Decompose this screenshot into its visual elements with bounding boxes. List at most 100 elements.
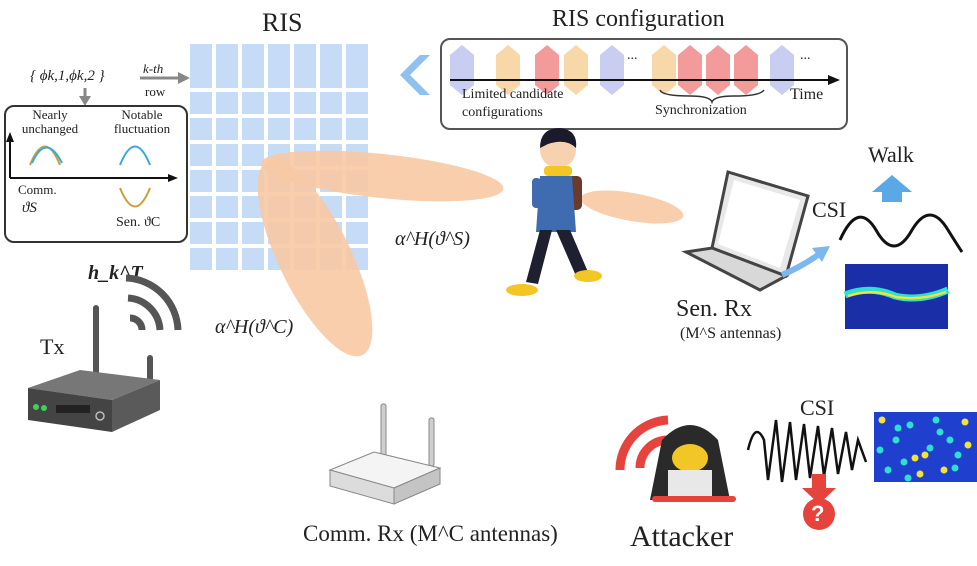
config-diamond-9: [734, 45, 758, 95]
tx-body-side: [112, 380, 160, 432]
ris-element: [216, 196, 238, 218]
beam-to-laptop: [580, 190, 684, 224]
heatmap-blob: [900, 458, 908, 466]
plot-y-arrowhead: [6, 132, 14, 142]
csi-bottom-label: CSI: [800, 395, 835, 420]
plot-left-label: Nearly unchanged: [21, 107, 79, 136]
config-sync-label: Synchronization: [655, 103, 747, 118]
arrow-up-icon: [872, 175, 912, 202]
ris-element: [216, 248, 238, 270]
wifi-arc-mid: [127, 294, 164, 331]
heatmap-blob: [892, 436, 900, 444]
ris-element: [190, 196, 212, 218]
person-shoe-left: [506, 284, 538, 296]
config-ellipsis-2: ...: [800, 48, 811, 63]
config-diamond-6: [652, 45, 676, 95]
ris-element: [190, 248, 212, 270]
ris-element: [216, 92, 238, 114]
plot-sen-label: Sen. ϑC: [116, 215, 161, 230]
ris-element: [346, 44, 368, 66]
ris-element: [216, 222, 238, 244]
ris-element: [268, 44, 290, 66]
ris-element: [190, 66, 212, 88]
ris-element: [294, 118, 316, 140]
tx-display: [56, 405, 90, 413]
ris-title: RIS: [262, 8, 303, 37]
heatmap-blob: [894, 424, 902, 432]
attacker-laptop-icon: [668, 470, 712, 496]
heatmap-blob: [916, 470, 924, 478]
ris-element: [216, 118, 238, 140]
heatmap-blob: [878, 416, 886, 424]
heatmap-blob: [876, 446, 884, 454]
curve-left-gold: [29, 145, 61, 166]
phi-label: { ϕk,1,ϕk,2 }: [30, 68, 105, 84]
ris-element: [242, 196, 264, 218]
tx-body-top: [28, 370, 160, 400]
curve-right-blue: [119, 145, 151, 166]
heatmap-blob: [926, 444, 934, 452]
ris-element: [294, 92, 316, 114]
tx-led-2: [41, 405, 47, 411]
ris-element: [216, 170, 238, 192]
heatmap-top-core: [847, 290, 947, 300]
heatmap-blob: [951, 464, 959, 472]
ris-element: [320, 118, 342, 140]
ris-element: [294, 44, 316, 66]
ris-element: [242, 44, 264, 66]
config-diamond-8: [706, 45, 730, 95]
person-leg-left: [526, 230, 552, 284]
ris-element: [346, 196, 368, 218]
heatmap-blob: [932, 416, 940, 424]
heatmap-blob: [961, 418, 969, 426]
wifi-arc-large: [125, 274, 182, 331]
plot-comm-label: Comm.: [18, 182, 57, 197]
plot-theta-s: ϑS: [22, 200, 37, 216]
ris-element: [268, 118, 290, 140]
config-ellipsis-1: ...: [627, 48, 638, 63]
ris-element: [242, 118, 264, 140]
ris-element: [320, 44, 342, 66]
ris-element: [190, 222, 212, 244]
alpha-s-label: α^H(ϑ^S): [395, 228, 470, 250]
kth-label: k-th: [143, 61, 164, 76]
ris-element: [346, 118, 368, 140]
config-title: RIS configuration: [552, 6, 725, 32]
config-diamond-1: [450, 45, 474, 95]
curve-right-gold: [119, 187, 151, 208]
walk-label: Walk: [868, 142, 914, 167]
ris-element: [320, 92, 342, 114]
red-down-arrow-stem: [812, 474, 826, 488]
heatmap-blob: [946, 436, 954, 444]
tx-led-1: [33, 404, 39, 410]
laptop-signal-arrowhead: [812, 246, 830, 262]
curve-left-blue: [31, 146, 63, 164]
ris-element: [294, 66, 316, 88]
noisy-wave: [746, 419, 868, 483]
heatmap-blob: [904, 474, 912, 482]
config-diamond-10: [770, 45, 794, 95]
ris-element: [268, 92, 290, 114]
ris-element: [190, 118, 212, 140]
person-jacket: [536, 176, 576, 232]
config-diamonds: [450, 45, 794, 95]
config-diamond-5: [600, 45, 624, 95]
tx-label: Tx: [40, 334, 65, 359]
question-label: ?: [811, 501, 825, 526]
ris-element: [190, 170, 212, 192]
question-icon: [803, 498, 835, 530]
alpha-c-label: α^H(ϑ^C): [215, 316, 294, 338]
tx-power-icon: [95, 411, 105, 421]
heatmap-blob: [921, 451, 929, 459]
red-down-arrow-head: [802, 488, 836, 504]
